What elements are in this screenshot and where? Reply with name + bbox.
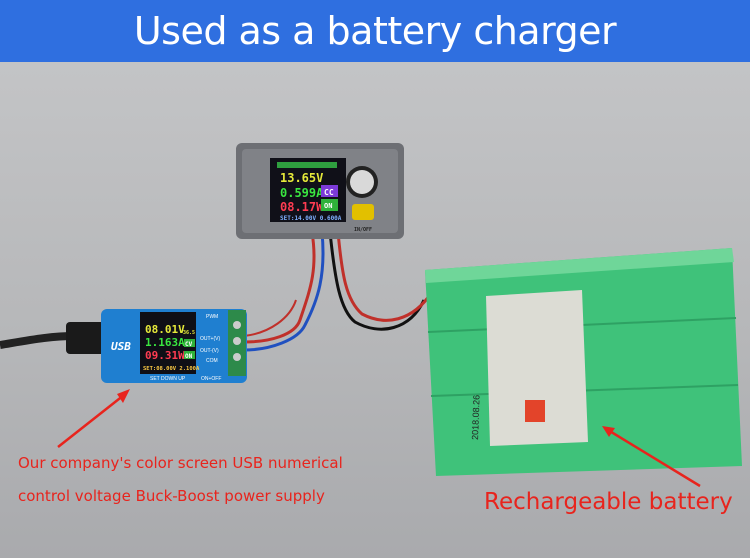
usb-temp: 36.5 — [183, 330, 195, 336]
module-cc-label: CC — [324, 188, 334, 197]
usb-plug — [66, 322, 106, 354]
title-banner: Used as a battery charger — [0, 0, 750, 62]
wire-red-usb — [243, 299, 297, 337]
battery-arrow — [602, 426, 701, 488]
caption-usb-line2: control voltage Buck-Boost power supply — [18, 487, 325, 505]
wire-red-input — [243, 231, 316, 344]
usb-setting: SET:08.00V 2.100A — [143, 366, 200, 372]
usb-on-badge — [184, 351, 195, 359]
usb-cv-badge — [184, 339, 195, 347]
module-on-badge — [321, 199, 338, 211]
wire-blue-input — [243, 231, 325, 352]
usb-onoff-label: ON+OFF — [201, 376, 221, 382]
wire-black-output — [328, 231, 426, 331]
module-button-label: IN/OFF — [354, 227, 372, 233]
usb-power: 09.31W — [145, 349, 185, 362]
usb-cv-label: CV — [185, 341, 193, 348]
usb-voltage: 08.01V — [145, 323, 185, 336]
battery-pack — [425, 248, 742, 476]
usb-on-label: ON — [185, 353, 193, 360]
caption-battery: Rechargeable battery — [484, 489, 733, 515]
banner-title: Used as a battery charger — [133, 9, 617, 53]
battery-date-label: 2018.08.26 — [470, 395, 482, 440]
usb-current: 1.163A — [145, 336, 185, 349]
module-setting: SET:14.00V 0.600A — [280, 215, 342, 222]
module-current: 0.599A — [280, 186, 324, 200]
usb-buttons-label: SET DOWN UP — [150, 376, 186, 382]
power-module — [236, 143, 404, 239]
usb-terminal-out-minus: OUT-(V) — [200, 348, 219, 354]
usb-cable — [0, 332, 76, 349]
usb-logo: USB — [111, 340, 131, 353]
wire-red-output — [336, 231, 434, 322]
module-power: 08.17W — [280, 200, 324, 214]
caption-usb-line1: Our company's color screen USB numerical — [18, 454, 343, 472]
module-cc-badge — [321, 185, 338, 197]
module-on-label: ON — [324, 202, 332, 210]
usb-arrow — [57, 389, 130, 448]
usb-terminal-com: COM — [206, 358, 218, 364]
usb-terminal-out-plus: OUT+(V) — [200, 336, 220, 342]
usb-terminal-pwm: PWM — [206, 314, 218, 320]
module-voltage: 13.65V — [280, 171, 323, 185]
